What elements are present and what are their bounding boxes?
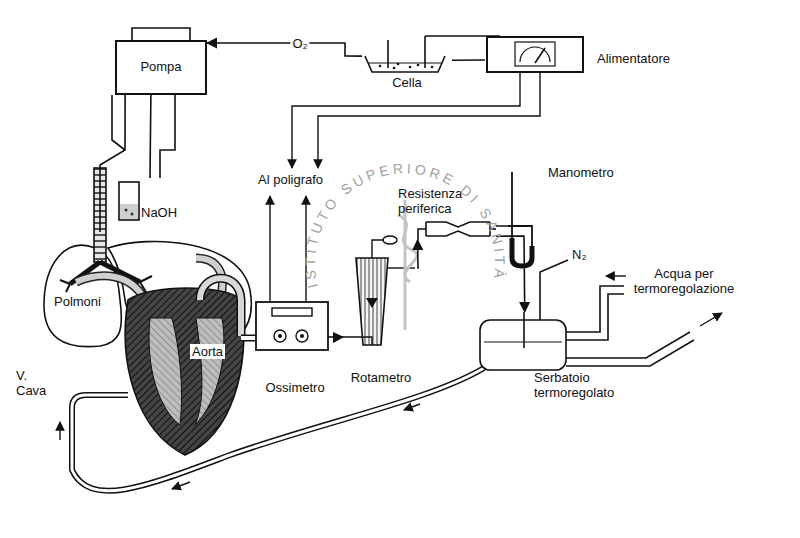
node-label: Ossimetro <box>252 380 338 395</box>
note-label: Acqua per termoregolazione <box>628 266 740 296</box>
reservoir-node: Serbatoio termoregolato <box>470 312 630 403</box>
power-supply <box>487 37 583 72</box>
node-label: Alimentatore <box>597 51 670 66</box>
node-label: Polmoni <box>54 294 101 309</box>
power-supply-node: Alimentatore <box>485 34 700 76</box>
pump-box: Pompa <box>115 40 207 95</box>
flask-liquid <box>120 204 138 219</box>
flask-node: NaOH <box>117 178 183 223</box>
gas-label: O₂ <box>290 36 309 51</box>
pump-tube <box>160 95 175 178</box>
signal-label: Al poligrafo <box>258 172 323 187</box>
aorta <box>200 278 241 336</box>
tube-connector <box>207 43 362 56</box>
node-label: Manometro <box>548 165 614 180</box>
tube-connector <box>496 236 525 312</box>
left-lung <box>44 245 121 346</box>
manometer-node: Manometro <box>508 160 630 270</box>
resistance-node: Resistenza periferica <box>398 186 496 240</box>
heart-wall <box>125 288 244 455</box>
node-label: Rotametro <box>343 370 419 385</box>
water-jacket <box>566 332 694 366</box>
oximeter-node: Ossimetro <box>252 300 338 398</box>
cell-node: Cella <box>362 52 452 93</box>
heart-chamber <box>149 318 182 425</box>
tube-connector <box>418 240 419 268</box>
flow-arrow <box>172 482 190 489</box>
bubble <box>125 209 128 212</box>
node-label: Cella <box>362 75 452 90</box>
node-label: NaOH <box>141 205 177 220</box>
part-label: V. Cava <box>16 368 52 398</box>
lungs-node: Polmoni <box>40 232 255 352</box>
flask <box>119 182 139 220</box>
node-label: Serbatoio termoregolato <box>534 370 626 400</box>
tube-connector <box>496 225 508 227</box>
heart <box>125 278 256 455</box>
pump-loop <box>132 28 190 40</box>
watermark-emblem <box>398 200 417 330</box>
node-label: Pompa <box>117 59 205 74</box>
water-jacket <box>566 286 624 340</box>
tube-connector <box>338 336 343 338</box>
return-tube <box>60 368 484 491</box>
naoh-flask <box>119 182 139 220</box>
flow-arrow <box>404 404 420 410</box>
tube-connector <box>100 95 125 232</box>
aorta-pipe <box>241 336 256 340</box>
electrolytic-cell <box>365 36 500 72</box>
water-out-arrow <box>700 313 722 326</box>
pump-tube <box>112 95 125 150</box>
tube-connector <box>452 59 485 61</box>
flow-arrow <box>59 422 60 440</box>
aorta <box>200 278 241 336</box>
tube-connector <box>149 95 151 178</box>
heart-chamber <box>195 318 224 425</box>
bubble <box>131 213 134 216</box>
part-label: Aorta <box>190 344 225 359</box>
aorta-pipe <box>241 335 256 342</box>
watermark: ISTITUTO SUPERIORE DI SANITÀ <box>302 160 508 289</box>
resistance-tube <box>418 222 496 240</box>
water-in-arrow <box>606 275 626 276</box>
node-label: Resistenza periferica <box>398 186 478 216</box>
oximeter <box>256 302 343 350</box>
manometer <box>508 172 532 266</box>
gas-label: N₂ <box>572 247 586 262</box>
nitrogen-line <box>540 260 568 320</box>
rotameter-node: Rotametro <box>343 252 419 388</box>
